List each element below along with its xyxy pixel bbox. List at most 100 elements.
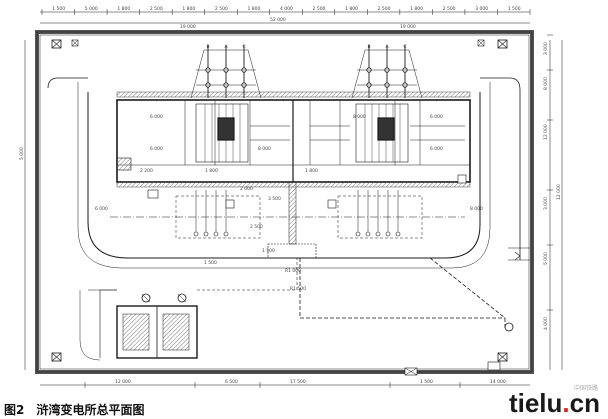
top-dimension-label: 3 000 xyxy=(475,6,488,12)
right-dimension-label: 3 000 xyxy=(543,42,549,55)
ring-road-outer xyxy=(87,92,481,259)
site-watermark-logo: tielu.cn xyxy=(509,388,600,419)
top-dimension-label: 1 800 xyxy=(182,6,195,12)
ring-road-outer-2 xyxy=(77,82,491,269)
substation-site-plan: 1 500 5 000 1 800 2 500 1 800 2 500 1 800 4 000… xyxy=(19,6,563,388)
top-dimension-label: 5 000 xyxy=(85,6,98,12)
road-corner-left xyxy=(47,77,88,89)
top-dimension-label: 2 500 xyxy=(150,6,163,12)
gate-marker-cross xyxy=(404,367,418,376)
top-total-dimension-label: 52 000 xyxy=(270,17,286,23)
cable-route-horizontal xyxy=(299,258,505,319)
misc-dimension-label: 3 500 xyxy=(268,196,281,202)
feeder-terminal xyxy=(385,231,391,237)
misc-dimension-label: 2 200 xyxy=(140,168,153,174)
top-sub-dimension-right-label: 19 000 xyxy=(400,24,416,30)
top-dimension-label: 2 500 xyxy=(313,6,326,12)
corner-marker-cross xyxy=(51,352,62,362)
misc-dimension-label: 1 800 xyxy=(205,168,218,174)
right-dimension-label: 3 000 xyxy=(543,197,549,210)
boundary-wall-outer xyxy=(35,30,534,374)
misc-dimension-label: 1 500 xyxy=(262,248,275,254)
misc-dimension-label: R1 500 xyxy=(290,286,306,292)
misc-dimension-label: 6 000 xyxy=(95,206,108,212)
feeder-terminal xyxy=(395,231,401,237)
phase-label: B xyxy=(207,44,210,50)
phase-label: A xyxy=(225,44,229,50)
feeder-terminal xyxy=(213,231,219,237)
misc-dimension-label: 2 500 xyxy=(250,224,263,230)
feeder-terminal xyxy=(223,231,229,237)
boundary-wall-line xyxy=(36,31,533,373)
auxiliary-room xyxy=(122,313,150,351)
misc-dimension-label: 2 000 xyxy=(240,186,253,192)
top-dimension-label: 1 800 xyxy=(247,6,260,12)
misc-dimension-label: 1 800 xyxy=(305,168,318,174)
phase-label: B xyxy=(368,44,371,50)
top-dimension-label: 1 800 xyxy=(345,6,358,12)
cable-shaft xyxy=(288,181,297,245)
figure-caption: 图2 浒湾变电所总平面图 xyxy=(4,401,145,418)
right-dimension-label: 12 000 xyxy=(543,124,549,140)
top-dimension-label: 1 500 xyxy=(52,6,65,12)
center-small-box xyxy=(225,199,235,209)
room-dimension-label: 6 000 xyxy=(430,114,443,120)
misc-dimension-label: 8 000 xyxy=(470,206,483,212)
bottom-dimension-label: 17 500 xyxy=(290,379,306,385)
corner-marker-cross xyxy=(51,39,62,49)
pump-symbol-cross xyxy=(141,293,151,303)
gate-marker-box-2 xyxy=(487,361,501,371)
drainage-well-symbol xyxy=(504,322,514,332)
top-dimension-label: 2 500 xyxy=(443,6,456,12)
feeder-terminal xyxy=(365,231,371,237)
cable-trench-top xyxy=(116,91,471,98)
right-dimension-label: 4 000 xyxy=(543,317,549,330)
room-dimension-label: 6 000 xyxy=(430,146,443,152)
left-dimension-label: 5 000 xyxy=(19,147,25,160)
corner-marker-cross xyxy=(497,39,508,49)
top-sub-dimension-left-label: 19 000 xyxy=(180,24,196,30)
bottom-dimension-label: 6 500 xyxy=(225,379,238,385)
gate-swing xyxy=(514,251,521,261)
top-dimension-label: 1 500 xyxy=(508,6,521,12)
feeder-terminal xyxy=(375,231,381,237)
room-dimension-label: 6 000 xyxy=(150,114,163,120)
corner-marker-cross xyxy=(497,352,508,362)
feeder-terminal xyxy=(203,231,209,237)
transformer-bay-left xyxy=(195,103,249,163)
bottom-dimension-label: 1 500 xyxy=(420,379,433,385)
right-small-box xyxy=(457,174,467,184)
right-dimension-label: 5 000 xyxy=(543,252,549,265)
figure-number: 图2 xyxy=(4,403,25,417)
feeder-terminal xyxy=(355,231,361,237)
auxiliary-room xyxy=(162,313,190,351)
small-marker-cross xyxy=(71,39,79,47)
bottom-dimension-label: 12 000 xyxy=(115,379,131,385)
phase-label: C xyxy=(404,44,407,50)
misc-dimension-label: R1 000 xyxy=(285,268,301,274)
transformer-core-left xyxy=(217,117,235,141)
room-dimension-label: 6 000 xyxy=(150,146,163,152)
left-equipment-block xyxy=(116,157,132,171)
top-dimension-label: 1 800 xyxy=(117,6,130,12)
watermark-tld: cn xyxy=(569,388,600,418)
watermark-small-text: 中国铁路 xyxy=(574,385,599,392)
transformer-bay-right xyxy=(355,103,409,163)
watermark-dot: . xyxy=(562,388,570,418)
center-small-box xyxy=(327,199,337,209)
figure-title: 浒湾变电所总平面图 xyxy=(36,403,145,417)
phase-label: A xyxy=(386,44,390,50)
top-dimension-label: 4 000 xyxy=(280,6,293,12)
top-dimension-label: 2 500 xyxy=(215,6,228,12)
road-corner-right xyxy=(480,77,521,260)
right-dimension-label: 8 000 xyxy=(543,77,549,90)
aux-cable-route xyxy=(197,258,298,291)
small-marker-cross xyxy=(477,39,485,47)
room-dimension-label: 8 000 xyxy=(258,146,271,152)
top-dimension-label: 2 500 xyxy=(378,6,391,12)
aux-road-curve xyxy=(79,290,101,361)
right-outer-dimension-label: 12 000 xyxy=(556,184,562,200)
transformer-core-right xyxy=(377,117,395,141)
pump-symbol-cross xyxy=(177,293,187,303)
misc-dimension-label: 1 500 xyxy=(204,260,217,266)
